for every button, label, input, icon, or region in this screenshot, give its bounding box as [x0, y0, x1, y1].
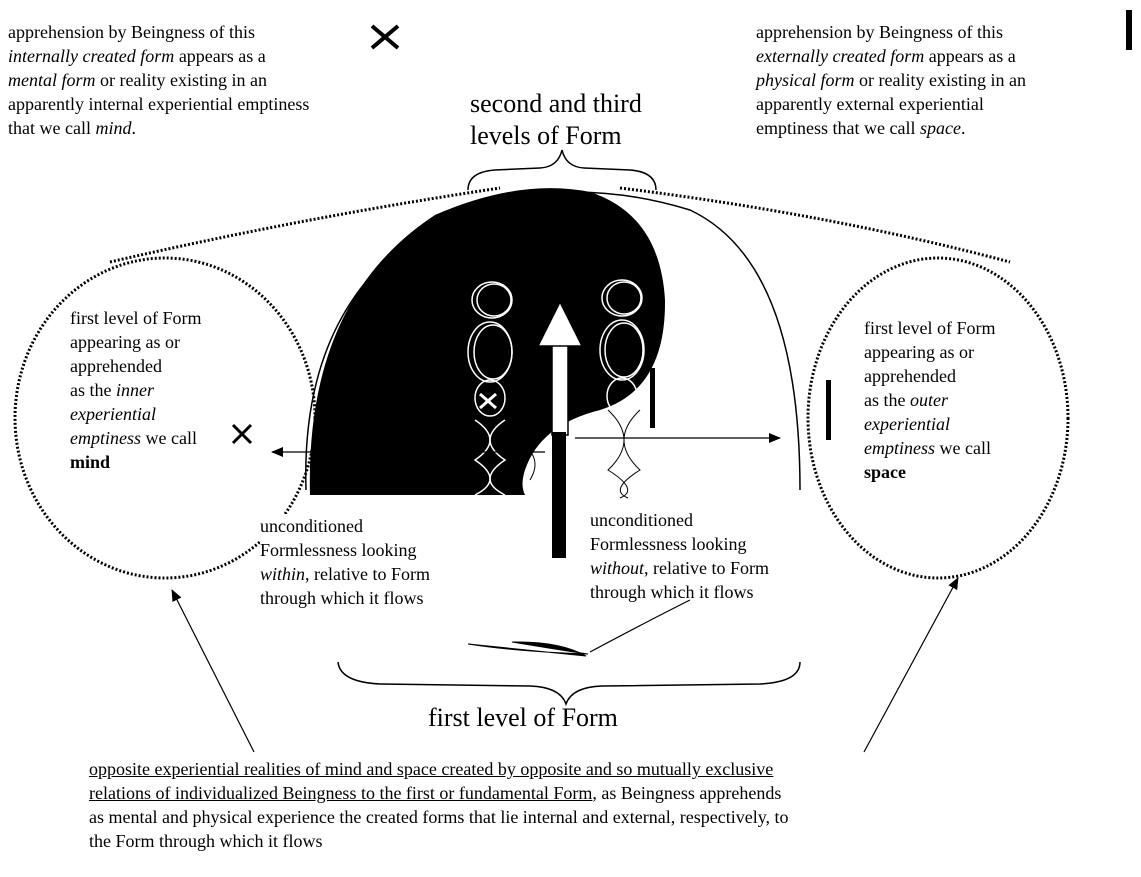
center-left-text: unconditioned Formlessness looking withi… [260, 514, 550, 610]
up-arrow [536, 300, 584, 436]
top-left-line4: apparently internal experiential emptine… [8, 94, 310, 114]
top-left-line1: apprehension by Beingness of this [8, 22, 255, 42]
caption-line2-underlined: relations of individualized Beingness to… [89, 783, 593, 803]
bar-icon-inner [650, 368, 655, 428]
top-right-line1: apprehension by Beingness of this [756, 22, 1003, 42]
top-right-physical: physical form [756, 70, 855, 90]
dotted-funnel [109, 186, 1011, 264]
top-right-externally: externally created form [756, 46, 925, 66]
right-dotted-circle [806, 256, 1070, 580]
helix-lower [514, 409, 641, 499]
caption-line1: opposite experiential realities of mind … [89, 759, 774, 779]
mind-label: mind [70, 452, 111, 472]
arrow-to-left-circle [171, 589, 255, 753]
cross-icon-top-left [370, 24, 400, 50]
bar-icon-right [826, 380, 831, 440]
bar-icon-top-right [1126, 10, 1132, 50]
caption: opposite experiential realities of mind … [89, 757, 1129, 853]
right-circle-text: first level of Form appearing as or appr… [864, 318, 996, 482]
bottom-brace [337, 661, 801, 707]
arrow-to-right-circle [863, 577, 959, 753]
space-label: space [864, 462, 906, 482]
top-left-internally: internally created form [8, 46, 175, 66]
black-form-shape [309, 188, 666, 495]
left-helix [467, 281, 513, 496]
top-right-space: space [919, 118, 961, 138]
left-circle-text: first level of Form appearing as or appr… [70, 308, 202, 472]
center-bar [552, 432, 566, 558]
bottom-swoosh [467, 641, 589, 657]
top-left-mental: mental form [8, 70, 96, 90]
second-third-levels-label: second and third levels of Form [470, 89, 642, 150]
top-right-line4: apparently external experiential [756, 94, 984, 114]
first-level-label: first level of Form [428, 703, 618, 732]
center-right-text: unconditioned Formlessness looking witho… [590, 510, 769, 602]
top-right-text: apprehension by Beingness of this extern… [756, 20, 1141, 140]
top-brace [467, 149, 657, 191]
cross-icon-left [231, 423, 253, 445]
top-left-text: apprehension by Beingness of this intern… [8, 20, 428, 140]
caption-line3: as mental and physical experience the cr… [89, 807, 789, 827]
cross-icon-helix [479, 392, 497, 410]
right-helix [599, 279, 645, 415]
swoosh-curve [589, 599, 691, 653]
top-left-mind: mind [95, 118, 132, 138]
caption-line4: the Form through which it flows [89, 831, 323, 851]
